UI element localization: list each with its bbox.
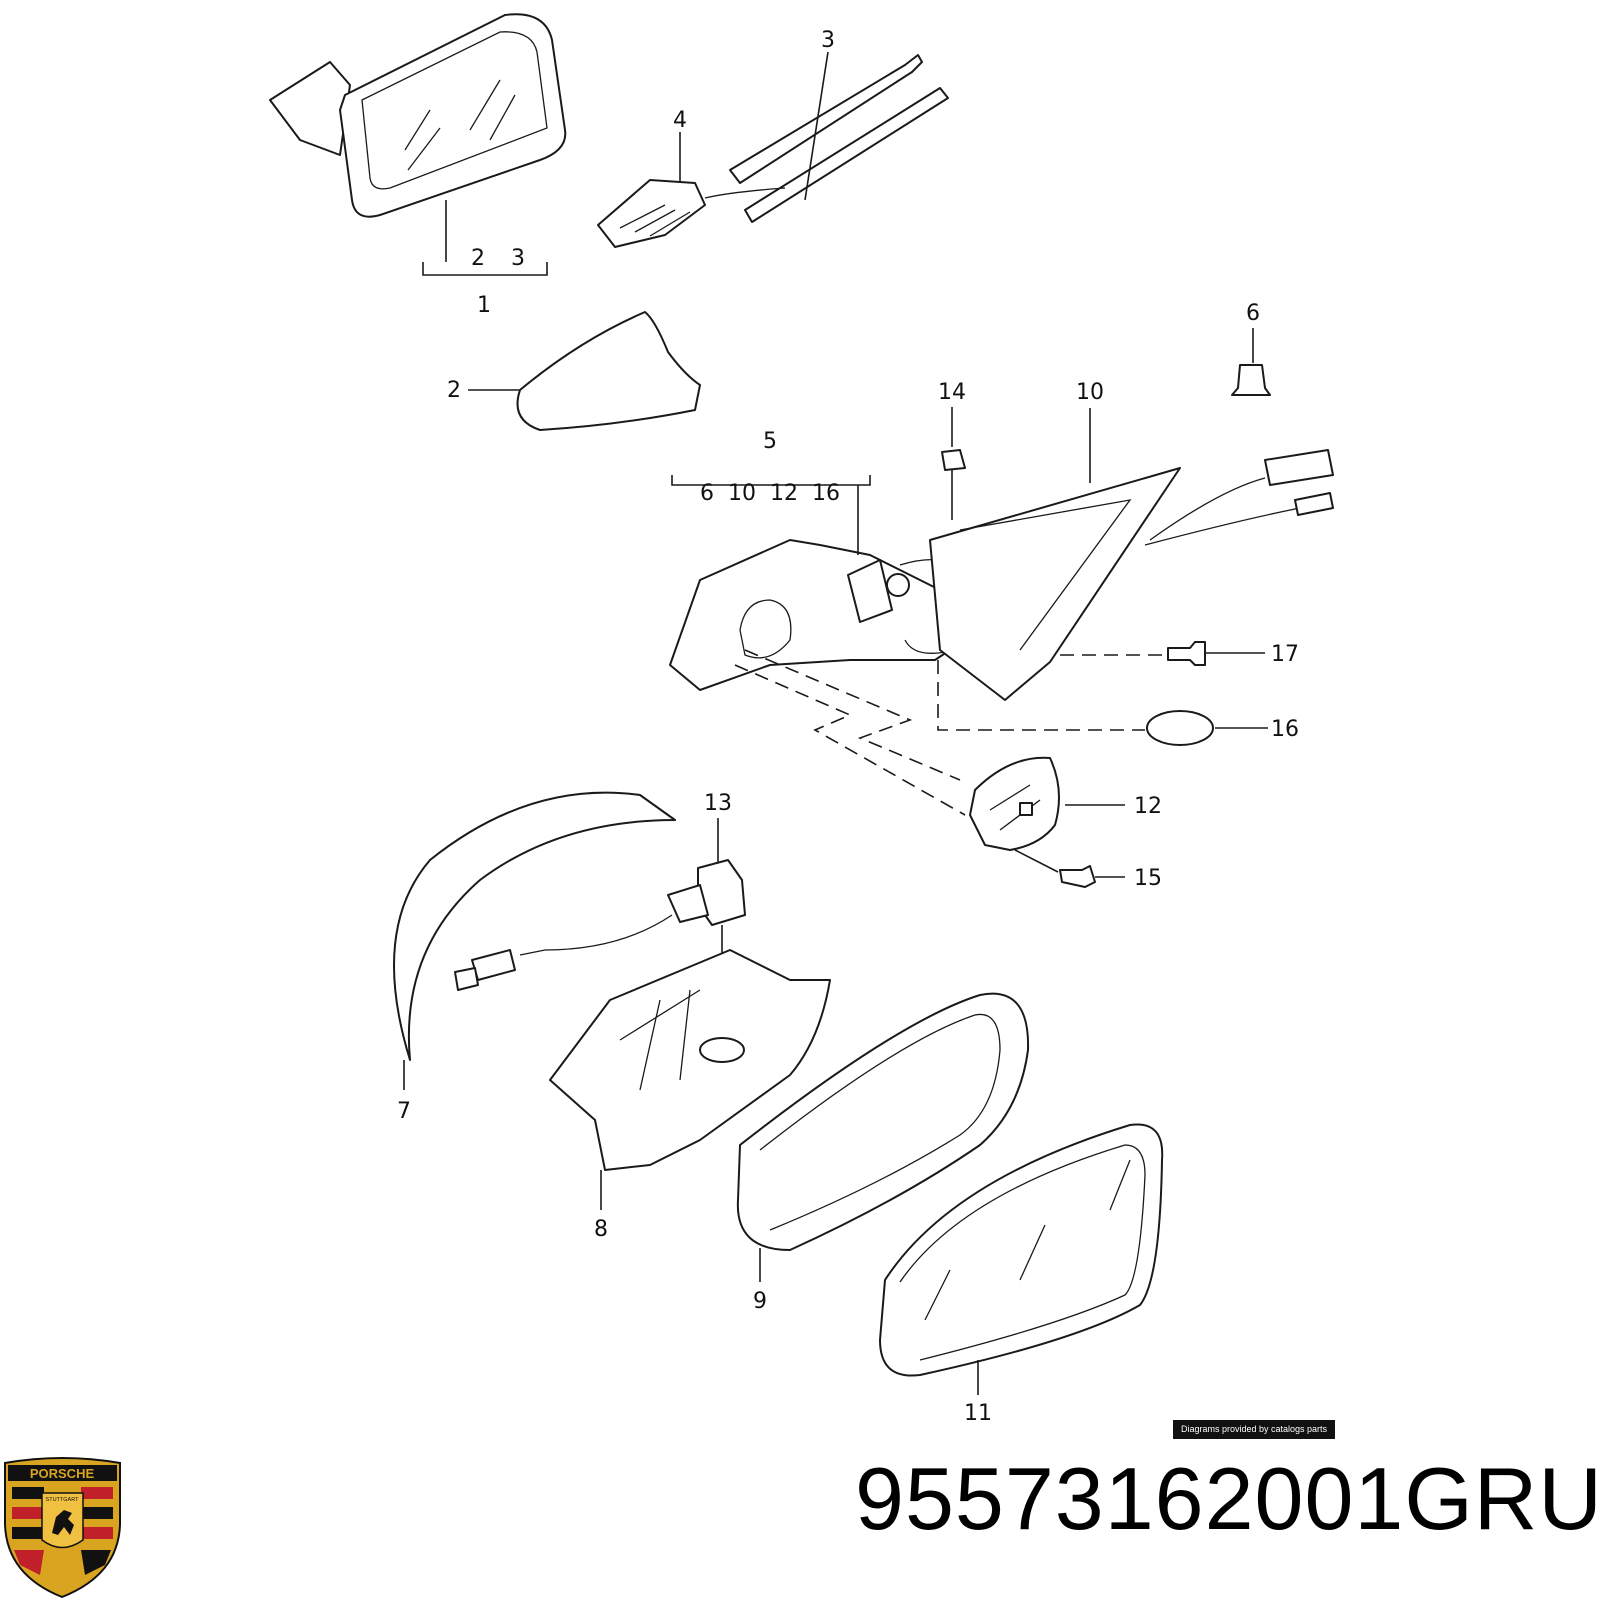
part-5-mirror-base[interactable]: [669, 539, 981, 691]
part-6-nut[interactable]: [1231, 364, 1271, 396]
callout-16: 16: [1271, 717, 1299, 742]
part-15-screw[interactable]: [1059, 865, 1096, 888]
callout-5: 5: [763, 429, 777, 454]
leader-15a: [1014, 849, 1059, 873]
callout-10: 10: [1076, 380, 1104, 405]
part-13-lamp[interactable]: [454, 859, 746, 991]
callout-14: 14: [938, 380, 966, 405]
part-16-cap[interactable]: [1146, 710, 1214, 746]
callout-11: 11: [964, 1401, 992, 1426]
part-3-trim-strips[interactable]: [729, 54, 949, 223]
dash-12b: [734, 664, 966, 816]
callout-15: 15: [1134, 866, 1162, 891]
porsche-crest-icon: PORSCHE STUTTGART: [4, 1457, 121, 1599]
callout-13: 13: [704, 791, 732, 816]
part-7-mirror-cap[interactable]: [393, 791, 676, 1061]
callout-2a: 2: [471, 246, 485, 271]
callout-2: 2: [447, 378, 461, 403]
callout-3: 3: [821, 28, 835, 53]
part-10-mounting-plate[interactable]: [929, 449, 1334, 701]
callout-1: 1: [477, 293, 491, 318]
callout-7: 7: [397, 1099, 411, 1124]
callout-6: 6: [1246, 301, 1260, 326]
part-2-base-cover[interactable]: [516, 311, 701, 431]
callout-17: 17: [1271, 642, 1299, 667]
part-17-screw[interactable]: [1167, 641, 1206, 666]
dash-12a: [744, 649, 961, 781]
part-8-housing[interactable]: [549, 949, 831, 1171]
callout-3a: 3: [511, 246, 525, 271]
callout-5-sub: 6 10 12 16: [700, 481, 840, 506]
leader-3: [804, 51, 829, 201]
callout-12: 12: [1134, 794, 1162, 819]
part-14-clip[interactable]: [941, 449, 966, 471]
bracket-5: [671, 475, 871, 486]
callout-4: 4: [673, 108, 687, 133]
logo-city: STUTTGART: [46, 1497, 80, 1503]
part-1-mirror-assembly[interactable]: [269, 13, 567, 218]
part-9-mirror-frame[interactable]: [736, 992, 1030, 1251]
part-11-mirror-glass[interactable]: [879, 1123, 1164, 1377]
part-12-adjuster[interactable]: [969, 756, 1060, 851]
callout-8: 8: [594, 1217, 608, 1242]
dash-16: [937, 660, 1145, 731]
callout-9: 9: [753, 1289, 767, 1314]
part-number: 95573162001GRU: [855, 1449, 1600, 1548]
diagram-credit: Diagrams provided by catalogs parts: [1173, 1420, 1335, 1439]
bracket-1: [422, 262, 548, 276]
part-4-heating-module[interactable]: [597, 179, 786, 248]
logo-wordmark: PORSCHE: [30, 1466, 95, 1481]
